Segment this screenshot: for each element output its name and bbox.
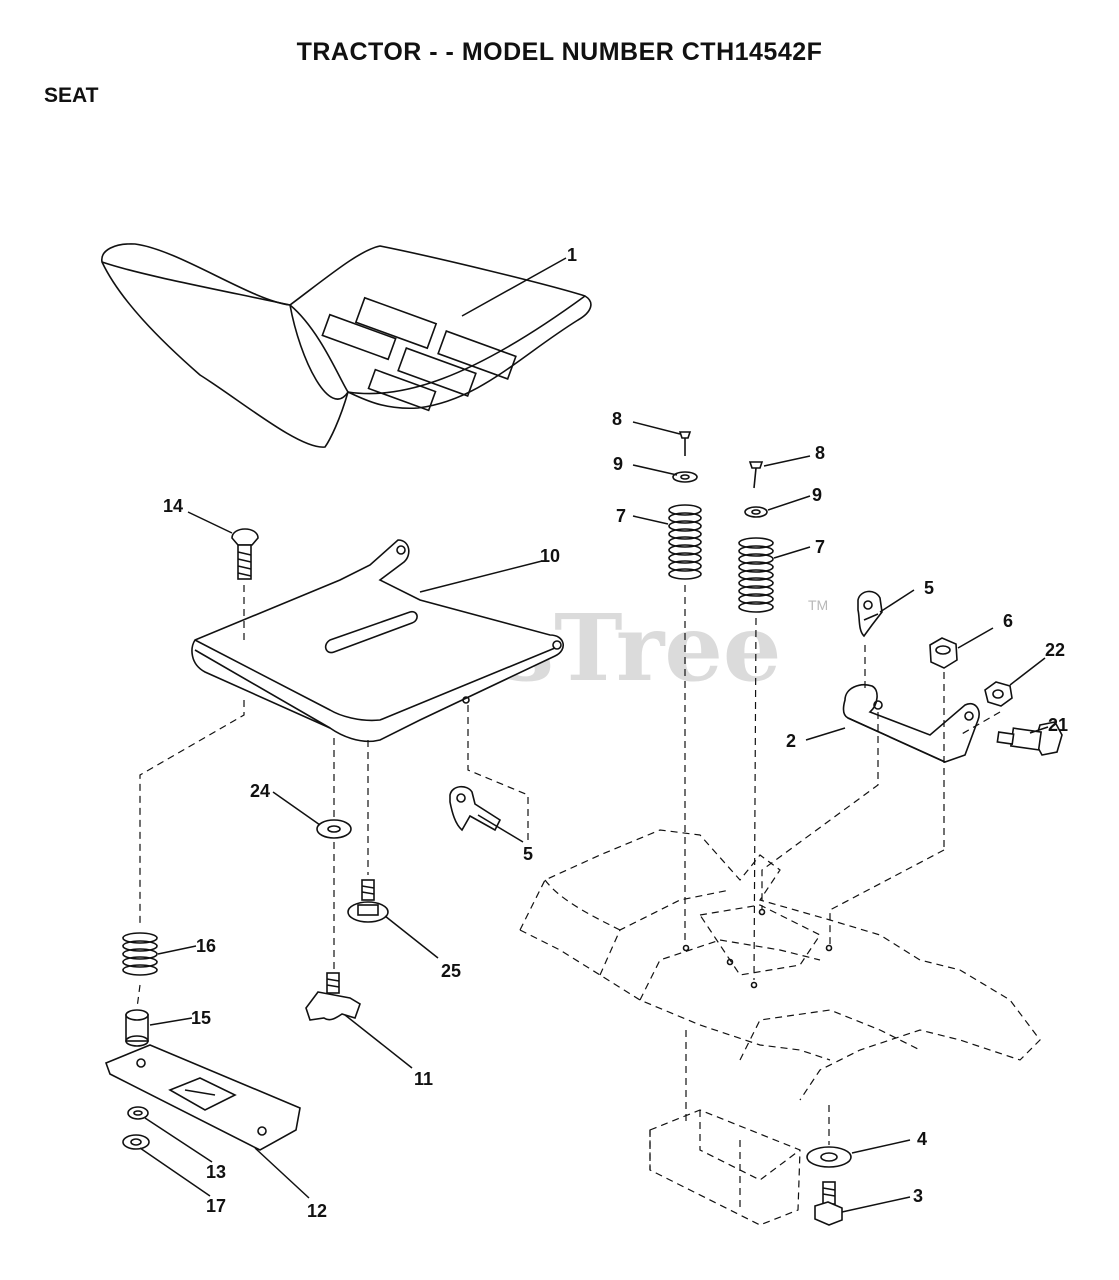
hex-nut-part[interactable] bbox=[929, 637, 958, 669]
callout-3: 3 bbox=[913, 1186, 923, 1206]
leader-lines bbox=[139, 257, 1049, 1213]
shoulder-screw-part[interactable] bbox=[347, 879, 389, 923]
flat-washer-part-24[interactable] bbox=[316, 819, 352, 839]
watermark-tm: TM bbox=[808, 597, 828, 613]
seat-pan-part[interactable] bbox=[191, 539, 564, 743]
callout-8-right: 8 bbox=[815, 443, 825, 463]
callout-8-left: 8 bbox=[612, 409, 622, 429]
page-title: TRACTOR - - MODEL NUMBER CTH14542F bbox=[296, 38, 823, 66]
flat-washer-part-4[interactable] bbox=[806, 1146, 852, 1168]
callout-9-right: 9 bbox=[812, 485, 822, 505]
callout-5-upper: 5 bbox=[924, 578, 934, 598]
callout-10: 10 bbox=[540, 546, 560, 566]
seat-clip-part-lower[interactable] bbox=[449, 785, 502, 832]
lock-nut-part[interactable] bbox=[984, 681, 1013, 707]
seat-part[interactable] bbox=[101, 243, 592, 448]
callout-6: 6 bbox=[1003, 611, 1013, 631]
tractor-fender-reference bbox=[519, 829, 1041, 1226]
seat-adjustment-plate-part[interactable] bbox=[104, 1044, 301, 1151]
callout-1: 1 bbox=[567, 245, 577, 265]
flange-nut-part[interactable] bbox=[127, 1106, 149, 1120]
callout-24: 24 bbox=[250, 781, 270, 801]
callout-7-left: 7 bbox=[616, 506, 626, 526]
callout-15: 15 bbox=[191, 1008, 211, 1028]
callout-2: 2 bbox=[786, 731, 796, 751]
callout-16: 16 bbox=[196, 936, 216, 956]
callout-labels: 1 2 3 4 5 5 6 7 7 8 8 9 9 10 11 12 13 14… bbox=[163, 245, 1068, 1221]
seat-bracket-part[interactable] bbox=[842, 684, 980, 763]
lock-washer-part[interactable] bbox=[122, 1134, 150, 1150]
callout-21: 21 bbox=[1048, 715, 1068, 735]
callout-9-left: 9 bbox=[613, 454, 623, 474]
callout-14: 14 bbox=[163, 496, 183, 516]
callout-13: 13 bbox=[206, 1162, 226, 1182]
callout-4: 4 bbox=[917, 1129, 927, 1149]
section-title: SEAT bbox=[44, 84, 99, 107]
callout-11: 11 bbox=[414, 1069, 433, 1089]
adjustment-knob-part[interactable] bbox=[305, 972, 361, 1021]
hex-bolt-part[interactable] bbox=[814, 1181, 843, 1226]
carriage-bolt-part[interactable] bbox=[231, 528, 259, 580]
callout-17: 17 bbox=[206, 1196, 226, 1216]
spring-stack-left[interactable] bbox=[668, 431, 702, 580]
callout-12: 12 bbox=[307, 1201, 327, 1221]
compression-spring-part[interactable] bbox=[122, 932, 158, 976]
shoulder-bolt-part[interactable] bbox=[996, 721, 1063, 756]
callout-22: 22 bbox=[1045, 640, 1065, 660]
callout-7-right: 7 bbox=[815, 537, 825, 557]
assembly-lines bbox=[136, 585, 1001, 1145]
callout-5-lower: 5 bbox=[523, 844, 533, 864]
spacer-part[interactable] bbox=[125, 1009, 149, 1047]
callout-25: 25 bbox=[441, 961, 461, 981]
spring-stack-right[interactable] bbox=[738, 461, 774, 613]
seat-clip-part-upper[interactable] bbox=[857, 590, 883, 638]
